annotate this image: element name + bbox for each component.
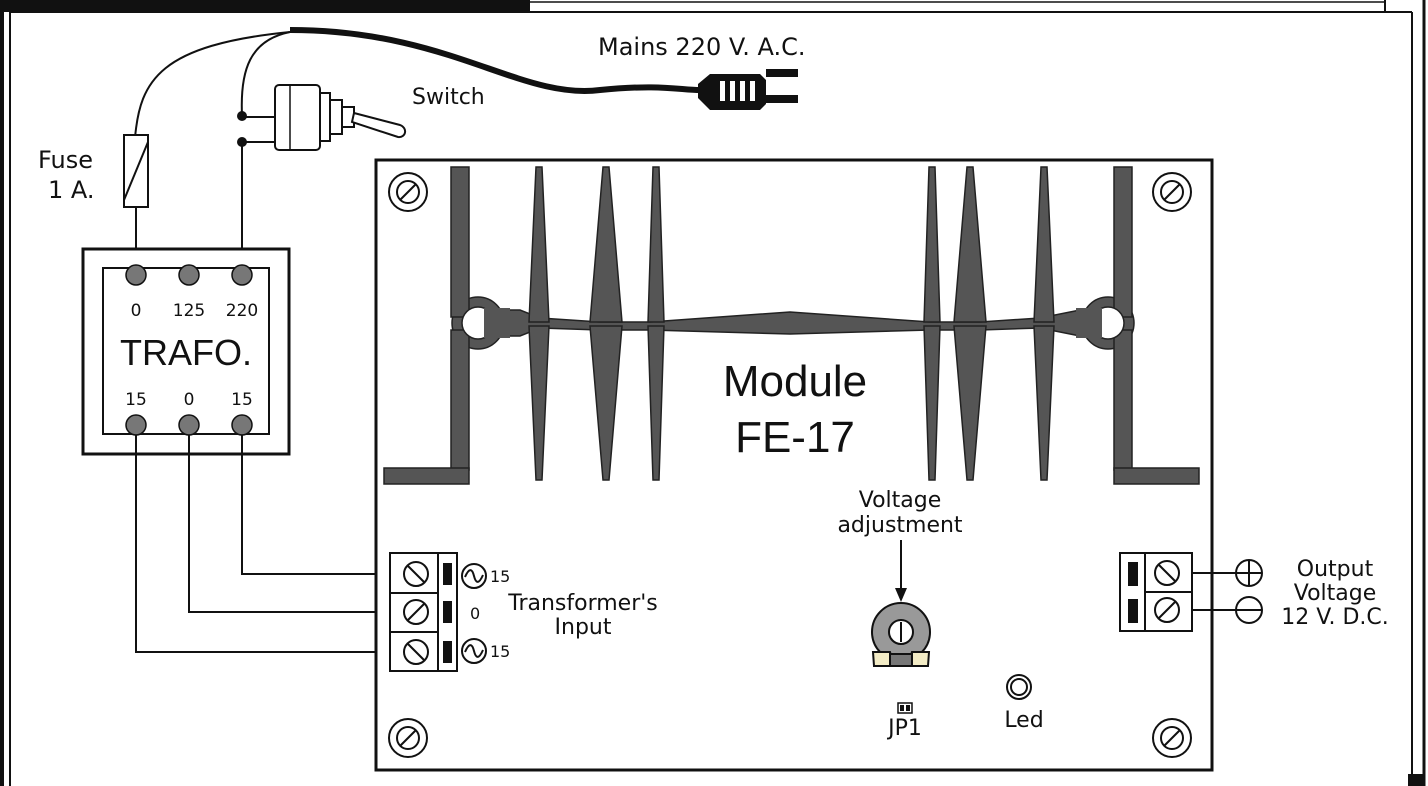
arrow-down-icon bbox=[895, 540, 907, 602]
mounting-hole-icon bbox=[388, 718, 428, 758]
switch-icon bbox=[242, 84, 406, 151]
fuse-label-2: 1 A. bbox=[48, 176, 95, 204]
trafo-bottom-label: 15 bbox=[231, 390, 253, 410]
terminal-bar bbox=[443, 563, 452, 585]
trafo-bottom-label: 0 bbox=[184, 390, 195, 410]
module-board bbox=[374, 158, 1214, 772]
minus-icon bbox=[1235, 596, 1263, 624]
trafo-top-label: 0 bbox=[131, 301, 142, 321]
mounting-hole-icon bbox=[1152, 718, 1192, 758]
output-label-2: Voltage bbox=[1294, 581, 1377, 606]
plus-icon bbox=[1235, 559, 1263, 587]
trafo-pin-220 bbox=[231, 264, 253, 286]
mains-cable bbox=[134, 27, 701, 139]
transformer: 0 125 220 TRAFO. 15 0 15 bbox=[81, 247, 291, 456]
terminal-bar bbox=[443, 641, 452, 663]
led-label: Led bbox=[1004, 708, 1043, 733]
module-label-2: FE-17 bbox=[735, 413, 855, 462]
mains-plug-icon bbox=[698, 69, 798, 110]
trafo-top-label: 220 bbox=[226, 301, 258, 321]
module-label-1: Module bbox=[723, 357, 867, 406]
mains-label: Mains 220 V. A.C. bbox=[598, 33, 805, 61]
trafo-pin-0 bbox=[125, 264, 147, 286]
trafo-bottom-label: 15 bbox=[125, 390, 147, 410]
fuse-label-1: Fuse bbox=[38, 146, 93, 174]
switch-terminal-dot bbox=[237, 111, 247, 121]
jumper-jp1-icon bbox=[897, 702, 913, 714]
mounting-hole-icon bbox=[1152, 172, 1192, 212]
output-label-3: 12 V. D.C. bbox=[1281, 605, 1388, 630]
trafo-top-label: 125 bbox=[173, 301, 205, 321]
mounting-hole-icon bbox=[388, 172, 428, 212]
voltage-adjustment-label-2: adjustment bbox=[837, 513, 962, 538]
output-label-1: Output bbox=[1297, 557, 1374, 582]
led-icon bbox=[1006, 674, 1032, 700]
trafo-pin-15a bbox=[125, 414, 147, 436]
ac-symbol-icon bbox=[461, 563, 487, 589]
screw-terminal-icon bbox=[403, 599, 429, 625]
screw-terminal-icon bbox=[403, 639, 429, 665]
trafo-pin-125 bbox=[178, 264, 200, 286]
screw-terminal-icon bbox=[403, 561, 429, 587]
trafo-pin-0b bbox=[178, 414, 200, 436]
potentiometer-icon bbox=[871, 602, 931, 667]
jp1-label: JP1 bbox=[886, 716, 922, 741]
transformer-input-label-2: Input bbox=[555, 615, 612, 640]
terminal-label: 15 bbox=[490, 567, 510, 586]
transformer-input-label-1: Transformer's bbox=[507, 591, 658, 616]
trafo-title: TRAFO. bbox=[120, 332, 252, 373]
terminal-bar bbox=[443, 601, 452, 623]
screw-terminal-icon bbox=[1154, 560, 1180, 586]
voltage-adjustment-label-1: Voltage bbox=[859, 488, 942, 513]
output-terminal-block bbox=[1119, 552, 1193, 632]
switch-label: Switch bbox=[412, 85, 485, 110]
secondary-wires bbox=[135, 435, 390, 653]
terminal-label: 0 bbox=[470, 604, 480, 623]
heatsink-neck bbox=[1076, 308, 1102, 338]
terminal-label: 15 bbox=[490, 642, 510, 661]
trafo-pin-15b bbox=[231, 414, 253, 436]
ac-symbol-icon bbox=[461, 638, 487, 664]
heatsink-neck bbox=[484, 308, 510, 338]
fuse-icon bbox=[123, 134, 149, 208]
screw-terminal-icon bbox=[1154, 597, 1180, 623]
